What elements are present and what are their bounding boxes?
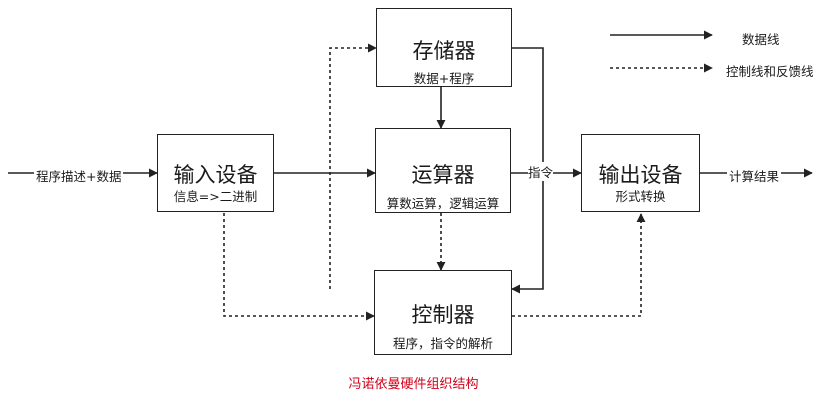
input-subtitle: 信息=>二进制 <box>173 189 258 204</box>
control-title: 控制器 <box>411 303 475 327</box>
output-subtitle: 形式转换 <box>615 189 666 204</box>
diagram-caption: 冯诺依曼硬件组织结构 <box>348 377 479 392</box>
alu-title: 运算器 <box>411 163 475 187</box>
memory-subtitle: 数据+程序 <box>413 71 475 86</box>
control-line-to-memory <box>329 43 377 289</box>
input-title: 输入设备 <box>173 163 258 187</box>
control-subtitle: 程序，指令的解析 <box>392 336 493 351</box>
alu-box: 运算器 算数运算，逻辑运算 <box>375 128 511 213</box>
control-line-input-to-control <box>223 213 375 321</box>
legend-data-line-label: 数据线 <box>742 32 780 47</box>
memory-title: 存储器 <box>412 39 476 63</box>
input-box: 输入设备 信息=>二进制 <box>157 134 274 212</box>
program-input-label: 程序描述+数据 <box>34 166 124 185</box>
memory-box: 存储器 数据+程序 <box>376 8 512 87</box>
alu-subtitle: 算数运算，逻辑运算 <box>386 196 500 211</box>
data-line-memory-to-control <box>511 173 544 294</box>
result-label: 计算结果 <box>727 166 782 185</box>
data-line-memory-to-output <box>512 47 544 173</box>
output-title: 输出设备 <box>598 163 683 187</box>
control-box: 控制器 程序，指令的解析 <box>374 270 512 355</box>
control-line-output-control <box>503 213 646 321</box>
legend-control-line-label: 控制线和反馈线 <box>726 64 814 79</box>
output-box: 输出设备 形式转换 <box>581 134 700 212</box>
instruction-label: 指令 <box>528 162 554 181</box>
